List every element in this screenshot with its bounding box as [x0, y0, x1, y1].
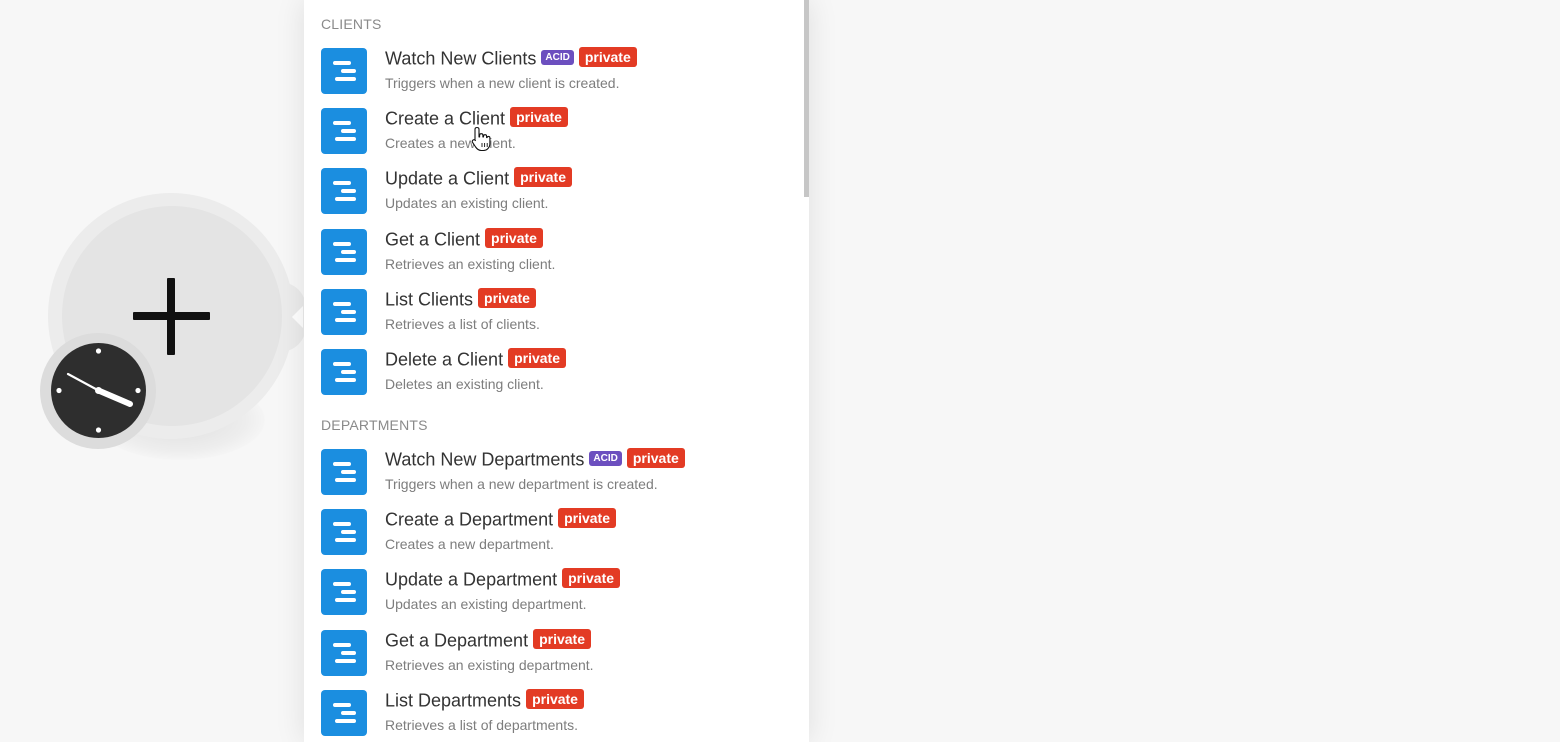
module-description: Retrieves a list of clients.	[385, 316, 540, 332]
app-icon	[321, 690, 367, 736]
module-description: Retrieves an existing client.	[385, 256, 556, 272]
module-description: Triggers when a new client is created.	[385, 75, 620, 91]
module-description: Updates an existing department.	[385, 596, 587, 612]
app-icon	[321, 569, 367, 615]
scrollbar-thumb[interactable]	[804, 0, 809, 197]
private-badge: private	[626, 448, 685, 469]
clock-icon[interactable]	[51, 343, 146, 438]
app-icon	[321, 509, 367, 555]
module-description: Retrieves a list of departments.	[385, 717, 578, 733]
private-badge: private	[514, 167, 572, 188]
private-badge: private	[526, 689, 584, 710]
section-header-clients: CLIENTS	[321, 16, 382, 32]
module-description: Creates a new client.	[385, 135, 516, 151]
module-description: Retrieves an existing department.	[385, 657, 594, 673]
app-icon	[321, 229, 367, 275]
private-badge: private	[478, 288, 536, 309]
private-badge: private	[558, 508, 617, 529]
private-badge: private	[562, 568, 621, 589]
app-icon	[321, 630, 367, 676]
acid-badge: ACID	[541, 49, 574, 65]
plus-icon-vertical	[167, 278, 175, 355]
app-icon	[321, 48, 367, 94]
app-icon	[321, 449, 367, 495]
private-badge: private	[510, 107, 568, 128]
app-icon	[321, 289, 367, 335]
section-header-departments: DEPARTMENTS	[321, 417, 428, 433]
private-badge: private	[533, 629, 591, 650]
module-description: Creates a new department.	[385, 536, 554, 552]
module-description: Updates an existing client.	[385, 195, 549, 211]
private-badge: private	[485, 228, 543, 249]
private-badge: private	[578, 47, 637, 68]
module-pointer-notch	[292, 306, 303, 328]
app-icon	[321, 349, 367, 395]
acid-badge: ACID	[589, 450, 622, 466]
app-icon	[321, 108, 367, 154]
module-description: Deletes an existing client.	[385, 376, 544, 392]
module-description: Triggers when a new department is create…	[385, 476, 658, 492]
private-badge: private	[508, 348, 566, 369]
app-icon	[321, 168, 367, 214]
